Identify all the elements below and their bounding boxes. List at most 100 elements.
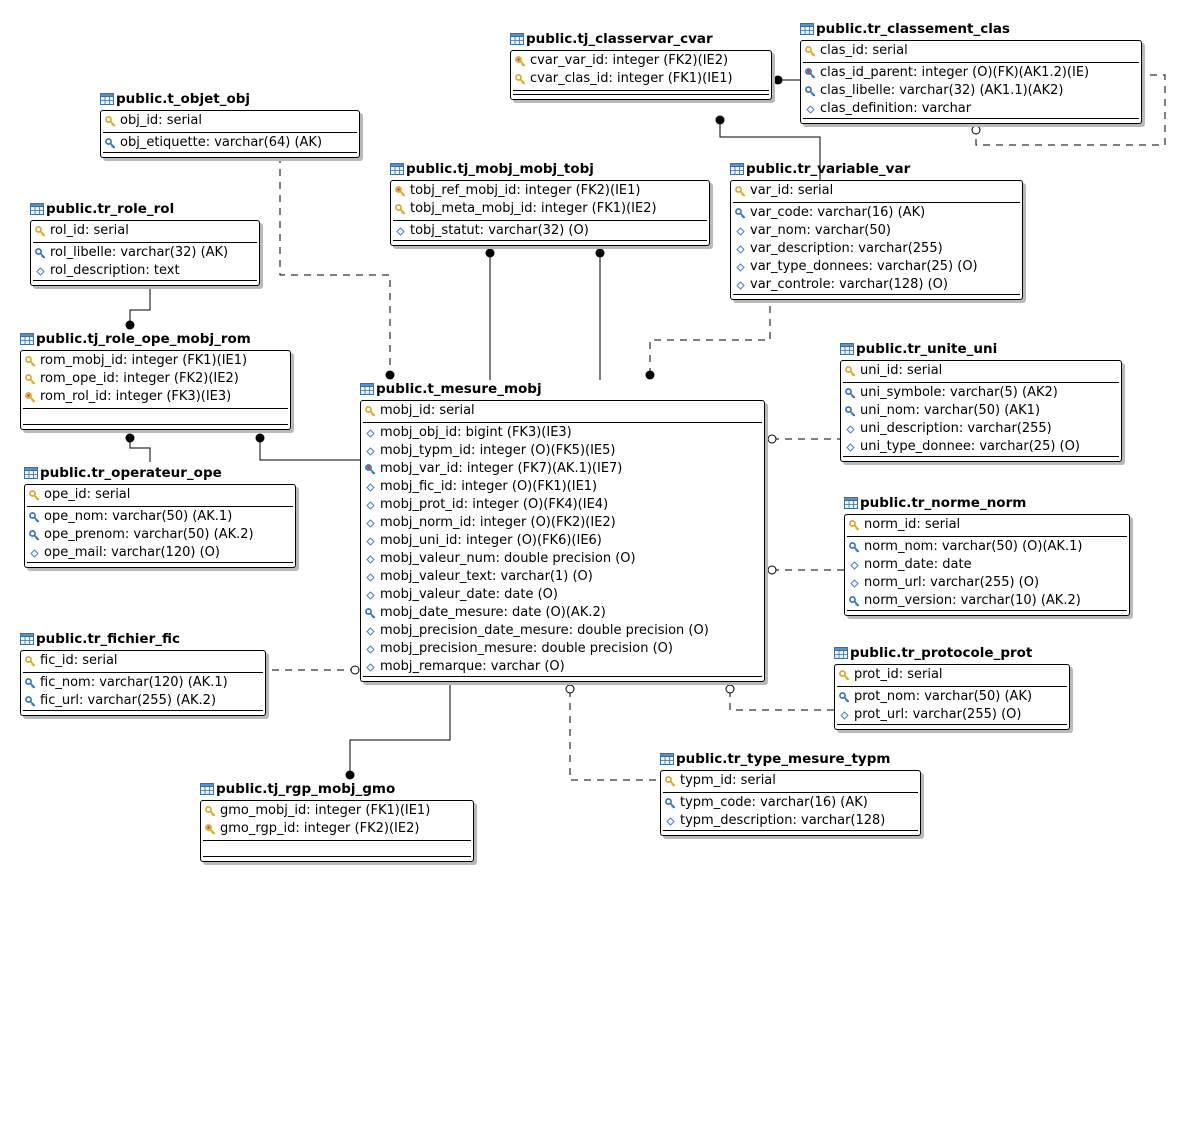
column-row[interactable]: uni_type_donnee: varchar(25) (O) xyxy=(843,438,1119,456)
entity-title[interactable]: public.tr_fichier_fic xyxy=(20,630,180,648)
ak-key-icon xyxy=(839,691,850,703)
attr-icon xyxy=(365,644,376,655)
column-text: uni_description: varchar(255) xyxy=(860,421,1052,436)
entity-title[interactable]: public.tr_type_mesure_typm xyxy=(660,750,890,768)
column-row[interactable]: var_description: varchar(255) xyxy=(733,240,1020,258)
attr-icon xyxy=(365,626,376,637)
attr-icon xyxy=(735,244,746,255)
fk-end-dot xyxy=(595,248,605,258)
column-row[interactable]: obj_etiquette: varchar(64) (AK) xyxy=(103,134,357,152)
column-row[interactable]: typm_id: serial xyxy=(663,772,918,790)
column-row[interactable]: mobj_date_mesure: date (O)(AK.2) xyxy=(363,604,762,622)
column-row[interactable]: clas_definition: varchar xyxy=(803,100,1139,118)
attr-icon xyxy=(365,428,376,439)
column-row[interactable]: uni_description: varchar(255) xyxy=(843,420,1119,438)
entity-title[interactable]: public.tr_norme_norm xyxy=(844,494,1026,512)
column-row[interactable]: fic_nom: varchar(120) (AK.1) xyxy=(23,674,263,692)
column-row[interactable]: rom_ope_id: integer (FK2)(IE2) xyxy=(23,370,288,388)
column-row[interactable]: mobj_fic_id: integer (O)(FK1)(IE1) xyxy=(363,478,762,496)
entity-box: norm_id: serial norm_nom: varchar(50) (O)… xyxy=(844,514,1130,616)
column-row[interactable]: rol_id: serial xyxy=(33,222,257,240)
column-row[interactable]: tobj_ref_mobj_id: integer (FK2)(IE1) xyxy=(393,182,707,200)
primary-key-section: prot_id: serial xyxy=(837,665,1067,687)
entity-title[interactable]: public.tj_mobj_mobj_tobj xyxy=(390,160,594,178)
column-row[interactable]: mobj_norm_id: integer (O)(FK2)(IE2) xyxy=(363,514,762,532)
entity-title[interactable]: public.tr_protocole_prot xyxy=(834,644,1032,662)
entity-title[interactable]: public.tr_variable_var xyxy=(730,160,910,178)
column-row[interactable]: fic_id: serial xyxy=(23,652,263,670)
column-row[interactable]: typm_code: varchar(16) (AK) xyxy=(663,794,918,812)
column-row[interactable]: mobj_valeur_num: double precision (O) xyxy=(363,550,762,568)
column-row[interactable]: mobj_id: serial xyxy=(363,402,762,420)
column-row[interactable]: tobj_meta_mobj_id: integer (FK1)(IE2) xyxy=(393,200,707,218)
column-row[interactable]: mobj_obj_id: bigint (FK3)(IE3) xyxy=(363,424,762,442)
column-row[interactable]: ope_mail: varchar(120) (O) xyxy=(27,544,293,562)
entity-title[interactable]: public.tj_role_ope_mobj_rom xyxy=(20,330,251,348)
pk-key-icon xyxy=(839,669,850,681)
column-row[interactable]: mobj_prot_id: integer (O)(FK4)(IE4) xyxy=(363,496,762,514)
entity-title[interactable]: public.tj_classervar_cvar xyxy=(510,30,713,48)
fk-ak-icon xyxy=(365,463,376,475)
column-text: mobj_date_mesure: date (O)(AK.2) xyxy=(380,605,606,620)
column-text: uni_nom: varchar(50) (AK1) xyxy=(860,403,1041,418)
column-row[interactable]: prot_id: serial xyxy=(837,666,1067,684)
column-row[interactable]: clas_libelle: varchar(32) (AK1.1)(AK2) xyxy=(803,82,1139,100)
column-row[interactable]: cvar_var_id: integer (FK2)(IE2) xyxy=(513,52,769,70)
column-row[interactable]: uni_nom: varchar(50) (AK1) xyxy=(843,402,1119,420)
column-row[interactable]: rom_mobj_id: integer (FK1)(IE1) xyxy=(23,352,288,370)
column-row[interactable]: prot_nom: varchar(50) (AK) xyxy=(837,688,1067,706)
column-row[interactable]: rom_rol_id: integer (FK3)(IE3) xyxy=(23,388,288,406)
entity-title[interactable]: public.tr_unite_uni xyxy=(840,340,997,358)
column-row[interactable]: norm_version: varchar(10) (AK.2) xyxy=(847,592,1127,610)
column-row[interactable]: var_code: varchar(16) (AK) xyxy=(733,204,1020,222)
column-row[interactable]: mobj_uni_id: integer (O)(FK6)(IE6) xyxy=(363,532,762,550)
column-text: rom_rol_id: integer (FK3)(IE3) xyxy=(40,389,232,404)
column-row[interactable]: var_nom: varchar(50) xyxy=(733,222,1020,240)
column-row[interactable]: obj_id: serial xyxy=(103,112,357,130)
entity-title[interactable]: public.t_objet_obj xyxy=(100,90,250,108)
entity-title[interactable]: public.tr_operateur_ope xyxy=(24,464,222,482)
pk-key-icon xyxy=(105,115,116,127)
column-row[interactable]: var_id: serial xyxy=(733,182,1020,200)
attribute-section: fic_nom: varchar(120) (AK.1)fic_url: var… xyxy=(23,673,263,711)
column-row[interactable]: var_controle: varchar(128) (O) xyxy=(733,276,1020,294)
column-row[interactable]: uni_id: serial xyxy=(843,362,1119,380)
column-row[interactable]: var_type_donnees: varchar(25) (O) xyxy=(733,258,1020,276)
column-row[interactable]: norm_nom: varchar(50) (O)(AK.1) xyxy=(847,538,1127,556)
column-row[interactable]: fic_url: varchar(255) (AK.2) xyxy=(23,692,263,710)
column-row[interactable]: uni_symbole: varchar(5) (AK2) xyxy=(843,384,1119,402)
column-row[interactable]: gmo_rgp_id: integer (FK2)(IE2) xyxy=(203,820,471,838)
column-row[interactable]: ope_nom: varchar(50) (AK.1) xyxy=(27,508,293,526)
column-row[interactable]: rol_description: text xyxy=(33,262,257,280)
entity-title[interactable]: public.tr_classement_clas xyxy=(800,20,1010,38)
column-row[interactable]: norm_id: serial xyxy=(847,516,1127,534)
column-row[interactable]: cvar_clas_id: integer (FK1)(IE1) xyxy=(513,70,769,88)
column-row[interactable]: prot_url: varchar(255) (O) xyxy=(837,706,1067,724)
column-row[interactable]: mobj_precision_date_mesure: double preci… xyxy=(363,622,762,640)
column-row[interactable]: clas_id: serial xyxy=(803,42,1139,60)
column-row[interactable]: ope_prenom: varchar(50) (AK.2) xyxy=(27,526,293,544)
column-row[interactable]: gmo_mobj_id: integer (FK1)(IE1) xyxy=(203,802,471,820)
column-row[interactable]: tobj_statut: varchar(32) (O) xyxy=(393,222,707,240)
column-row[interactable]: norm_date: date xyxy=(847,556,1127,574)
column-text: norm_id: serial xyxy=(864,517,961,532)
column-text: mobj_remarque: varchar (O) xyxy=(380,659,565,674)
column-row[interactable]: norm_url: varchar(255) (O) xyxy=(847,574,1127,592)
column-row[interactable]: mobj_typm_id: integer (O)(FK5)(IE5) xyxy=(363,442,762,460)
entity-box: gmo_mobj_id: integer (FK1)(IE1)gmo_rgp_i… xyxy=(200,800,474,862)
entity-box: mobj_id: serial mobj_obj_id: bigint (FK3)… xyxy=(360,400,765,682)
column-row[interactable]: mobj_remarque: varchar (O) xyxy=(363,658,762,676)
column-row[interactable]: mobj_precision_mesure: double precision … xyxy=(363,640,762,658)
column-row[interactable]: rol_libelle: varchar(32) (AK) xyxy=(33,244,257,262)
column-row[interactable]: ope_id: serial xyxy=(27,486,293,504)
column-row[interactable]: mobj_valeur_text: varchar(1) (O) xyxy=(363,568,762,586)
entity-title[interactable]: public.tj_rgp_mobj_gmo xyxy=(200,780,395,798)
entity-title[interactable]: public.t_mesure_mobj xyxy=(360,380,542,398)
column-row[interactable]: clas_id_parent: integer (O)(FK)(AK1.2)(I… xyxy=(803,64,1139,82)
column-row[interactable]: mobj_valeur_date: date (O) xyxy=(363,586,762,604)
column-row[interactable]: mobj_var_id: integer (FK7)(AK.1)(IE7) xyxy=(363,460,762,478)
attr-icon xyxy=(365,518,376,529)
column-row[interactable]: typm_description: varchar(128) xyxy=(663,812,918,830)
entity-title[interactable]: public.tr_role_rol xyxy=(30,200,174,218)
link-roleope-mesure xyxy=(259,438,362,461)
